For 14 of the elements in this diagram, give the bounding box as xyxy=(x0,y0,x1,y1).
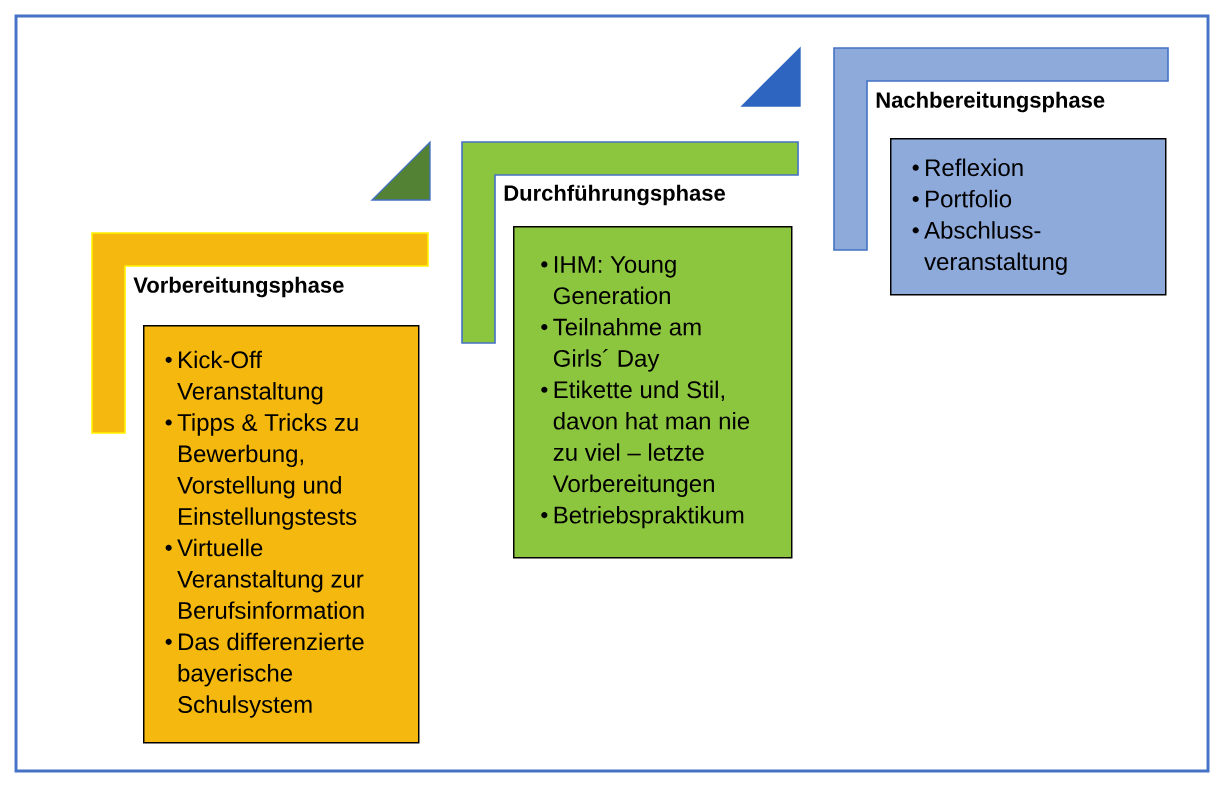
list-item: Tipps & Tricks zu Bewerbung, Vorstellung und Einstellungstests xyxy=(165,413,358,530)
list-item: Teilnahme am Girls´ Day xyxy=(541,317,701,372)
list-item: Virtuelle Veranstaltung zur Berufsinformation xyxy=(165,538,364,619)
list-item: Betriebspraktikum xyxy=(541,505,744,529)
list-item: Reflexion xyxy=(912,158,1023,177)
list-item: Etikette und Stil, davon hat man nie zu viel – letzte Vorbereitungen xyxy=(541,380,750,497)
list-item: Abschluss-veranstaltung xyxy=(912,221,1067,275)
list-item: Das differenzierte bayerische Schulsystem xyxy=(165,632,364,718)
phase-heading: Vorbereitungsphase xyxy=(133,276,344,298)
list-item: Kick-Off Veranstaltung xyxy=(165,350,323,405)
list-item: Portfolio xyxy=(912,189,1012,208)
phase-heading: Durchführungsphase xyxy=(504,184,725,206)
phase-heading: Nachbereitungsphase xyxy=(876,91,1105,113)
list-item: IHM: Young Generation xyxy=(541,256,676,305)
